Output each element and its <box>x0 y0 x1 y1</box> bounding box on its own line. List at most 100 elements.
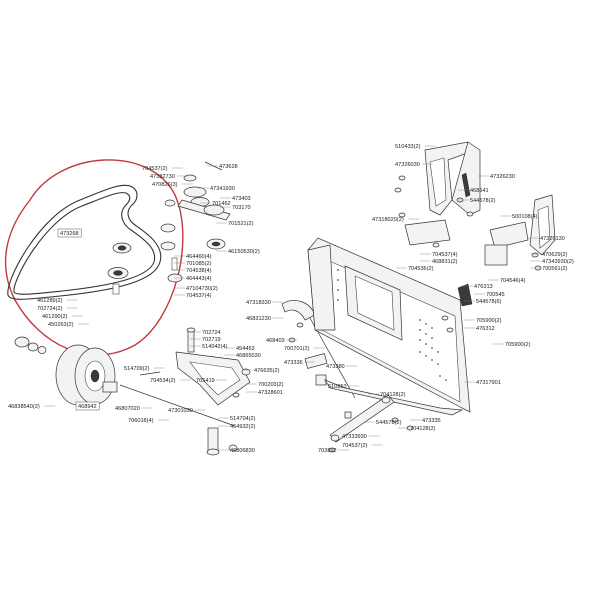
part-label: 47301030 <box>168 408 206 414</box>
part-label: 544578(2) <box>364 420 402 426</box>
part-number: 704537(4) <box>432 252 458 258</box>
part-label: 470629(2) <box>530 252 568 258</box>
part-number: 705900(2) <box>476 318 502 324</box>
part-number-labels: 704537(2)47362847382730470826(3)47341930… <box>8 144 574 454</box>
part-label: 47341930 <box>198 186 235 192</box>
part-number: 46831230 <box>246 316 271 322</box>
part-number: 704534(2) <box>150 378 176 384</box>
part-number: 544578(6) <box>476 299 502 305</box>
deck-side <box>307 244 336 331</box>
part-label: 702724 <box>190 330 221 336</box>
part-number: 468403 <box>266 338 285 344</box>
part-label: 47326030 <box>395 162 433 168</box>
part-label: 544578(6) <box>464 299 502 305</box>
hub <box>90 369 100 383</box>
axle-link <box>139 371 161 376</box>
lift-post <box>187 329 195 353</box>
part-label: 510433(2) <box>395 144 436 150</box>
callout-ring <box>4 159 184 356</box>
part-label: 47318330 <box>246 300 284 306</box>
part-number: 473268 <box>60 231 79 237</box>
axle-rod <box>119 384 236 427</box>
part-number: 47318330 <box>246 300 271 306</box>
part-label: 473403 <box>220 196 251 202</box>
part-number: 461289(2) <box>37 298 63 304</box>
belt-callout-group <box>4 159 184 356</box>
part-label: 47328601 <box>246 390 283 396</box>
arm-nut <box>241 368 251 376</box>
part-label: 704537(4) <box>420 252 458 258</box>
part-number: 47333930 <box>342 434 367 440</box>
part-number: 701462 <box>212 201 231 207</box>
arm-pulley <box>203 204 225 216</box>
post-cap <box>186 327 196 333</box>
part-number: 46838540(2) <box>8 404 40 410</box>
part-number: 46865030 <box>236 353 261 359</box>
part-number: 470629(2) <box>542 252 568 258</box>
part-number: 476635(2) <box>254 368 280 374</box>
part-label: 47318020(2) <box>372 217 420 223</box>
bushing-a <box>14 336 30 348</box>
part-label: 468403 <box>266 338 298 344</box>
bracket-assembly <box>394 141 556 333</box>
part-number: 704536(2) <box>408 266 434 272</box>
arm-bolt <box>232 392 240 398</box>
part-label: 703892 <box>318 448 350 454</box>
part-label: 705900(2) <box>464 318 502 324</box>
part-label: 704537(4) <box>174 293 212 299</box>
part-number: 47301030 <box>168 408 193 414</box>
part-label: 476313 <box>462 284 493 290</box>
pulley-spacer <box>112 283 120 295</box>
part-number: 705900(2) <box>505 342 531 348</box>
part-number: 468831(2) <box>432 259 458 265</box>
pivot-bolt <box>228 444 238 452</box>
part-number: 514042(4) <box>202 344 228 350</box>
part-number: 702724 <box>202 330 221 336</box>
part-label: 704534(2) <box>150 378 191 384</box>
part-number: 476312 <box>476 326 495 332</box>
part-number: 704538(4) <box>186 268 212 274</box>
part-label: 468831(2) <box>420 259 458 265</box>
part-number: 470826(3) <box>152 182 178 188</box>
part-number: 46807020 <box>115 406 140 412</box>
part-number: 510433(2) <box>395 144 421 150</box>
part-number: 704537(2) <box>142 166 168 172</box>
part-number: 47343930(2) <box>542 259 574 265</box>
part-label: 468641 <box>458 188 489 194</box>
part-label: 706018(4) <box>128 418 169 424</box>
part-number: 544578(2) <box>376 420 402 426</box>
part-number: 701521(2) <box>228 221 254 227</box>
part-label: 473380 <box>326 364 358 370</box>
bracket-bolt-b <box>394 187 402 193</box>
part-label: 46865030 <box>224 353 261 359</box>
part-number: 704546(4) <box>500 278 526 284</box>
part-label: 705419 <box>196 378 228 384</box>
part-label: 704546(4) <box>488 278 526 284</box>
bracket-bolt-c <box>398 212 406 218</box>
part-number: 47104730(2) <box>186 286 218 292</box>
part-label: 450263(2) <box>48 322 89 328</box>
part-label: 514709(2) <box>124 366 165 372</box>
part-number: 544578(2) <box>470 198 496 204</box>
nut-top <box>164 199 176 207</box>
link-pin <box>328 447 336 453</box>
idler-pulley <box>112 242 132 254</box>
bracket-left-face <box>429 157 447 207</box>
handle-rod <box>281 300 356 399</box>
part-number: 703892 <box>318 448 337 454</box>
part-label: 473268 <box>57 228 82 238</box>
part-label: 47326230 <box>478 174 515 180</box>
part-label: 46831230 <box>246 316 284 322</box>
part-label: 47326130 <box>528 236 565 242</box>
part-label: 703170 <box>220 205 251 211</box>
part-number: 473336 <box>284 360 303 366</box>
bushing-b <box>27 342 39 352</box>
part-number: 704537(4) <box>186 293 212 299</box>
part-number: 47341930 <box>210 186 235 192</box>
part-label: 510953 <box>328 384 360 390</box>
part-number: 706018(4) <box>128 418 154 424</box>
part-number: 47318020(2) <box>372 217 404 223</box>
bushing-c <box>37 346 47 354</box>
part-number: 464443(4) <box>186 276 212 282</box>
